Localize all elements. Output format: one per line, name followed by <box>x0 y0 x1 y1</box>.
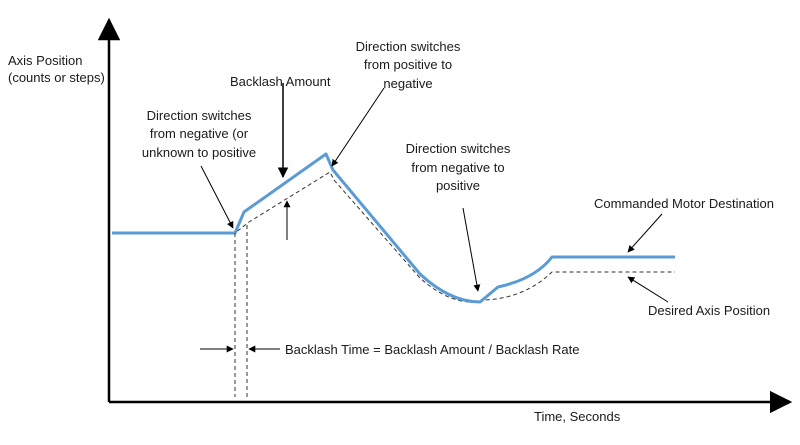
x-axis-label: Time, Seconds <box>534 409 621 424</box>
pos-to-neg-label-line1: Direction switches <box>356 39 461 54</box>
neg-to-pos-label-line3: unknown to positive <box>142 145 256 160</box>
backlash-amount-label: Backlash Amount <box>230 74 331 89</box>
pos-to-neg-label-line3: negative <box>383 76 432 91</box>
desired-axis-position-arrow <box>627 276 669 303</box>
neg-to-pos-2-label-line3: positive <box>436 178 480 193</box>
commanded-destination-arrow <box>627 213 663 253</box>
backlash-time-label: Backlash Time = Backlash Amount / Backla… <box>285 342 579 357</box>
neg-to-pos-2-label-line2: from negative to <box>411 160 504 175</box>
y-axis-label-line1: Axis Position <box>8 53 82 68</box>
commanded-destination-label: Commanded Motor Destination <box>594 196 774 211</box>
desired-axis-position-curve <box>112 171 675 303</box>
neg-to-pos-label-line1: Direction switches <box>147 108 252 123</box>
desired-axis-position-label: Desired Axis Position <box>648 303 770 318</box>
pos-to-neg-arrow <box>331 87 385 167</box>
neg-to-pos-2-label-line1: Direction switches <box>406 141 511 156</box>
neg-to-pos-2-arrow <box>462 207 481 292</box>
pos-to-neg-label-line2: from positive to <box>364 57 452 72</box>
neg-to-pos-arrow <box>200 165 234 229</box>
y-axis-label-line2: (counts or steps) <box>8 70 105 85</box>
commanded-motor-destination-curve <box>112 152 675 304</box>
neg-to-pos-label-line2: from negative (or <box>150 126 249 141</box>
